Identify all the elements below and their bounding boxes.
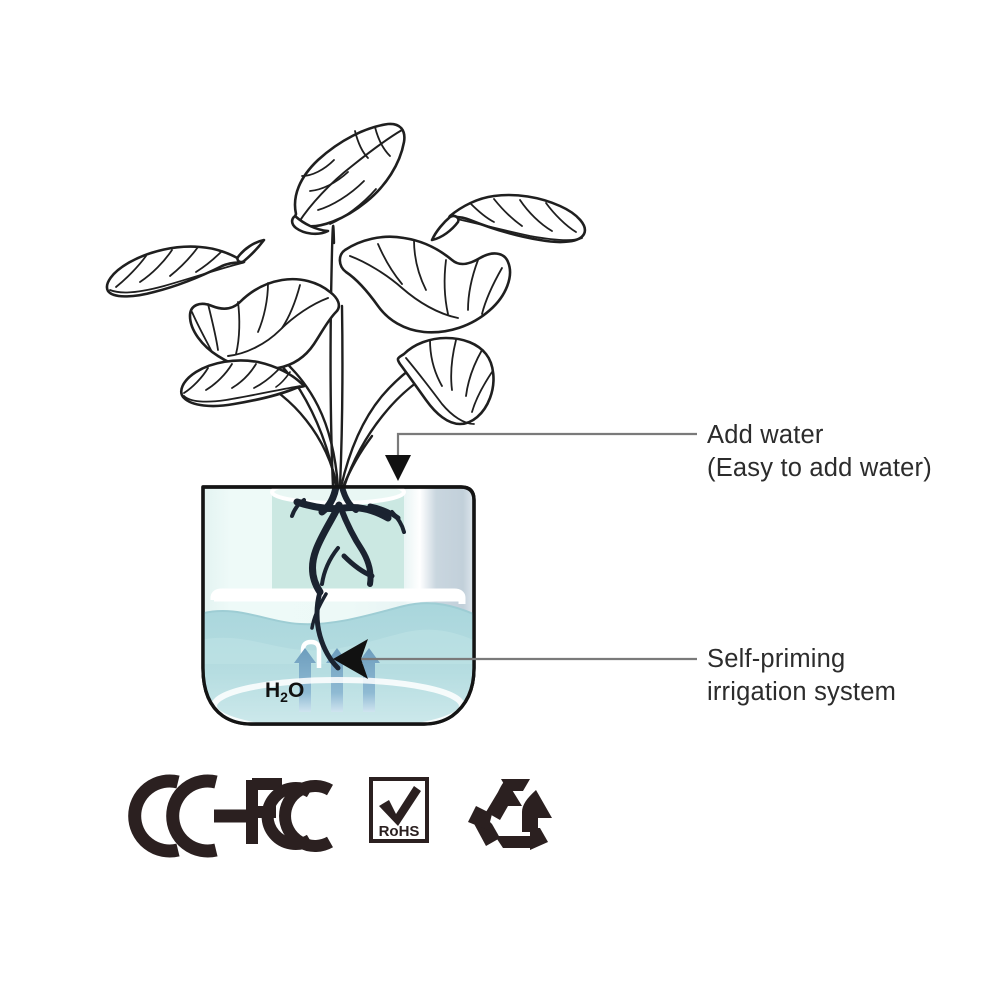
planter-pot: H2O	[201, 485, 476, 726]
certification-marks: RoHS	[128, 774, 552, 858]
plant-roots	[290, 487, 406, 671]
recycle-mark-icon	[468, 779, 552, 850]
plant-leaf	[290, 122, 406, 236]
callout-self-priming: Self-priming irrigation system	[707, 643, 896, 709]
plant-leaf	[188, 277, 341, 371]
ce-mark-icon	[128, 774, 246, 858]
callout-add-water-line1: Add water	[707, 421, 824, 449]
plant-leaf	[430, 193, 587, 244]
callout-add-water-line2: (Easy to add water)	[707, 454, 932, 482]
water-surface-line	[203, 602, 474, 626]
plant-illustration	[105, 122, 587, 489]
callout-leaders	[333, 432, 697, 679]
plant-stems	[244, 224, 442, 489]
leader-add-water	[385, 432, 697, 481]
rohs-label: RoHS	[379, 823, 420, 840]
plant-leaf	[105, 238, 266, 298]
water-shading-band	[203, 629, 474, 664]
plant-leaf	[396, 336, 495, 426]
fcc-mark-icon	[246, 778, 333, 852]
arrow-head-down	[385, 455, 411, 481]
wick-inlet-nozzle	[300, 639, 322, 668]
h2o-label: H2O	[265, 679, 304, 705]
reservoir-basket-outline	[210, 588, 466, 604]
callout-self-priming-line2: irrigation system	[707, 678, 897, 706]
rohs-mark-icon: RoHS	[369, 777, 429, 843]
leader-self-priming	[333, 639, 697, 679]
callout-self-priming-line1: Self-priming	[707, 645, 846, 673]
pot-outline	[201, 485, 476, 726]
arrow-head-left	[333, 639, 368, 679]
plant-leaf	[338, 235, 512, 334]
plant-leaf	[180, 359, 306, 408]
callout-add-water: Add water (Easy to add water)	[707, 419, 932, 485]
